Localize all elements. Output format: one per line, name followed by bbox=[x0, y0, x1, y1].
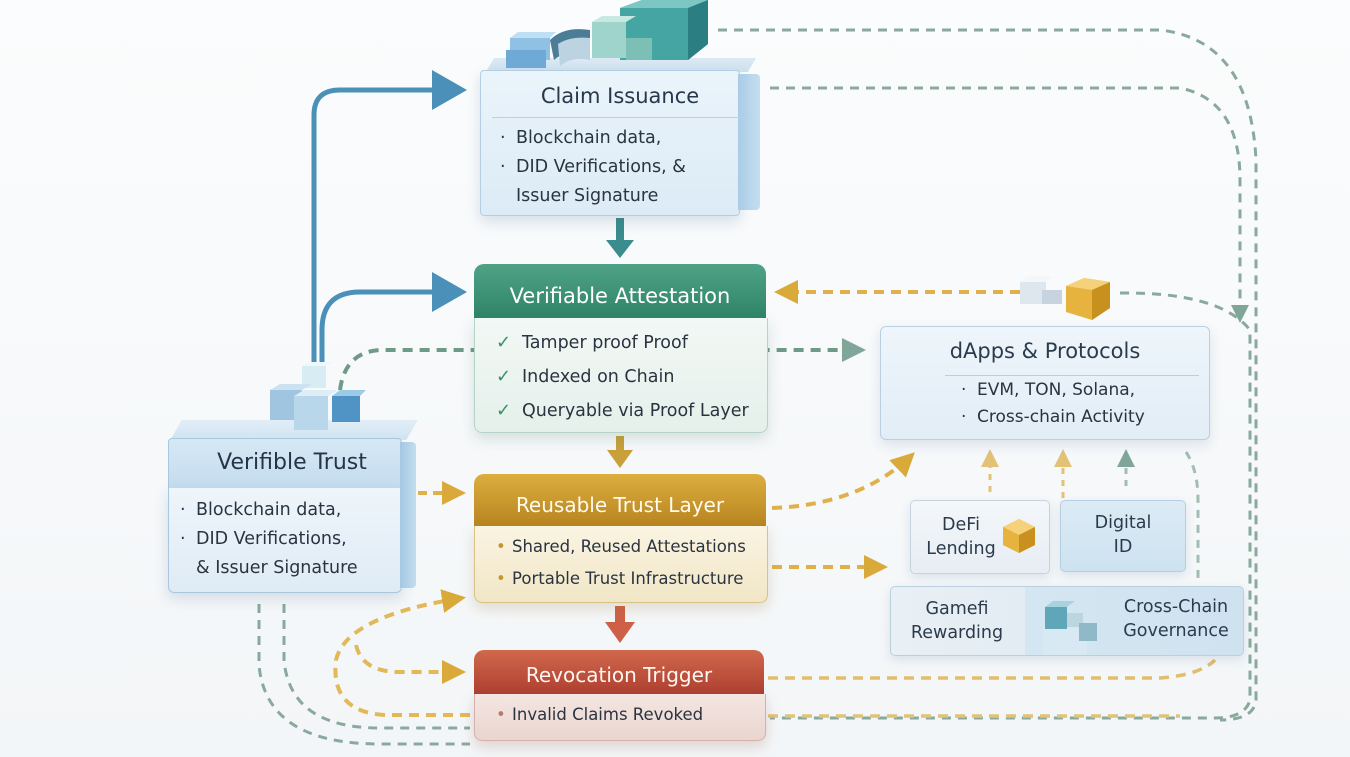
edge-vtrust-bottom-loop-1 bbox=[282, 604, 470, 730]
check-icon: ✓ bbox=[496, 366, 512, 387]
cubes-icon bbox=[1043, 601, 1097, 655]
list-item: ·DID Verifications, & bbox=[500, 157, 686, 177]
node-title: dApps & Protocols bbox=[949, 339, 1141, 363]
list-item: ✓Queryable via Proof Layer bbox=[496, 394, 766, 428]
list-item: ✓Tamper proof Proof bbox=[496, 326, 766, 360]
edge-vtrust-bottom-loop-2 bbox=[257, 604, 470, 746]
edge-reuse-to-dapps bbox=[771, 452, 915, 510]
edge-governance-side bbox=[1184, 451, 1200, 582]
edge-dapps-loop bbox=[770, 291, 1252, 720]
cubes-icon bbox=[270, 362, 366, 430]
node-claim-issuance[interactable]: Claim Issuance ·Blockchain data, ·DID Ve… bbox=[480, 58, 760, 216]
divider bbox=[945, 375, 1199, 376]
list-item: ·DID Verifications, bbox=[180, 529, 347, 549]
edge-claim-to-attest bbox=[606, 218, 634, 258]
gold-cube-icon bbox=[1003, 519, 1035, 553]
list-item: ✓Indexed on Chain bbox=[496, 360, 766, 394]
node-verifiable-attestation[interactable]: Verifiable Attestation ✓Tamper proof Pro… bbox=[474, 264, 768, 433]
node-title: Revocation Trigger bbox=[525, 663, 713, 687]
node-items: •Shared, Reused Attestations •Portable T… bbox=[496, 531, 766, 595]
node-reusable-trust-layer[interactable]: Reusable Trust Layer •Shared, Reused Att… bbox=[474, 474, 768, 603]
list-item: ·EVM, TON, Solana, bbox=[961, 380, 1136, 400]
blocks-cluster-icon bbox=[506, 0, 708, 68]
edge-vtrust-to-claim bbox=[311, 70, 467, 365]
edge-reuse-to-revoke bbox=[605, 606, 635, 643]
node-items: •Invalid Claims Revoked bbox=[496, 700, 764, 729]
edge-revoke-to-governance bbox=[768, 658, 1217, 680]
edge-vtrust-to-attest bbox=[319, 272, 467, 365]
node-title: Verifiable Attestation bbox=[509, 284, 731, 308]
node-dapps-protocols[interactable]: dApps & Protocols ·EVM, TON, Solana, ·Cr… bbox=[880, 326, 1210, 440]
list-item: Issuer Signature bbox=[516, 186, 659, 206]
node-items: ·EVM, TON, Solana, ·Cross-chain Activity bbox=[961, 377, 1209, 431]
node-title: Verifible Trust bbox=[217, 450, 367, 475]
edge-revoke-to-reuse-loop bbox=[333, 589, 470, 717]
divider bbox=[492, 117, 750, 118]
node-revocation-trigger[interactable]: Revocation Trigger •Invalid Claims Revok… bbox=[474, 650, 766, 741]
node-verifible-trust[interactable]: Verifible Trust ·Blockchain data, ·DID V… bbox=[168, 420, 418, 593]
edge-attest-to-reuse bbox=[607, 436, 633, 468]
list-item: •Portable Trust Infrastructure bbox=[496, 569, 744, 588]
list-item: ·Blockchain data, bbox=[180, 500, 342, 520]
gold-cube-icon bbox=[1020, 276, 1110, 320]
list-item: & Issuer Signature bbox=[196, 558, 358, 578]
node-items: ·Blockchain data, ·DID Verifications, & … bbox=[180, 496, 416, 583]
list-item: •Invalid Claims Revoked bbox=[496, 705, 704, 724]
list-item: ·Blockchain data, bbox=[500, 128, 662, 148]
edge-vtrust-to-dapps bbox=[338, 338, 866, 391]
edge-loop-to-revoke bbox=[354, 644, 466, 684]
list-item: •Shared, Reused Attestations bbox=[496, 537, 746, 556]
node-title: Claim Issuance bbox=[540, 84, 700, 108]
node-title: Reusable Trust Layer bbox=[515, 493, 725, 517]
check-icon: ✓ bbox=[496, 332, 512, 353]
list-item: ·Cross-chain Activity bbox=[961, 407, 1145, 427]
check-icon: ✓ bbox=[496, 400, 512, 421]
node-items: ·Blockchain data, ·DID Verifications, & … bbox=[500, 124, 760, 211]
edge-claim-top-loop-2 bbox=[770, 86, 1249, 323]
node-items: ✓Tamper proof Proof ✓Indexed on Chain ✓Q… bbox=[496, 326, 766, 428]
